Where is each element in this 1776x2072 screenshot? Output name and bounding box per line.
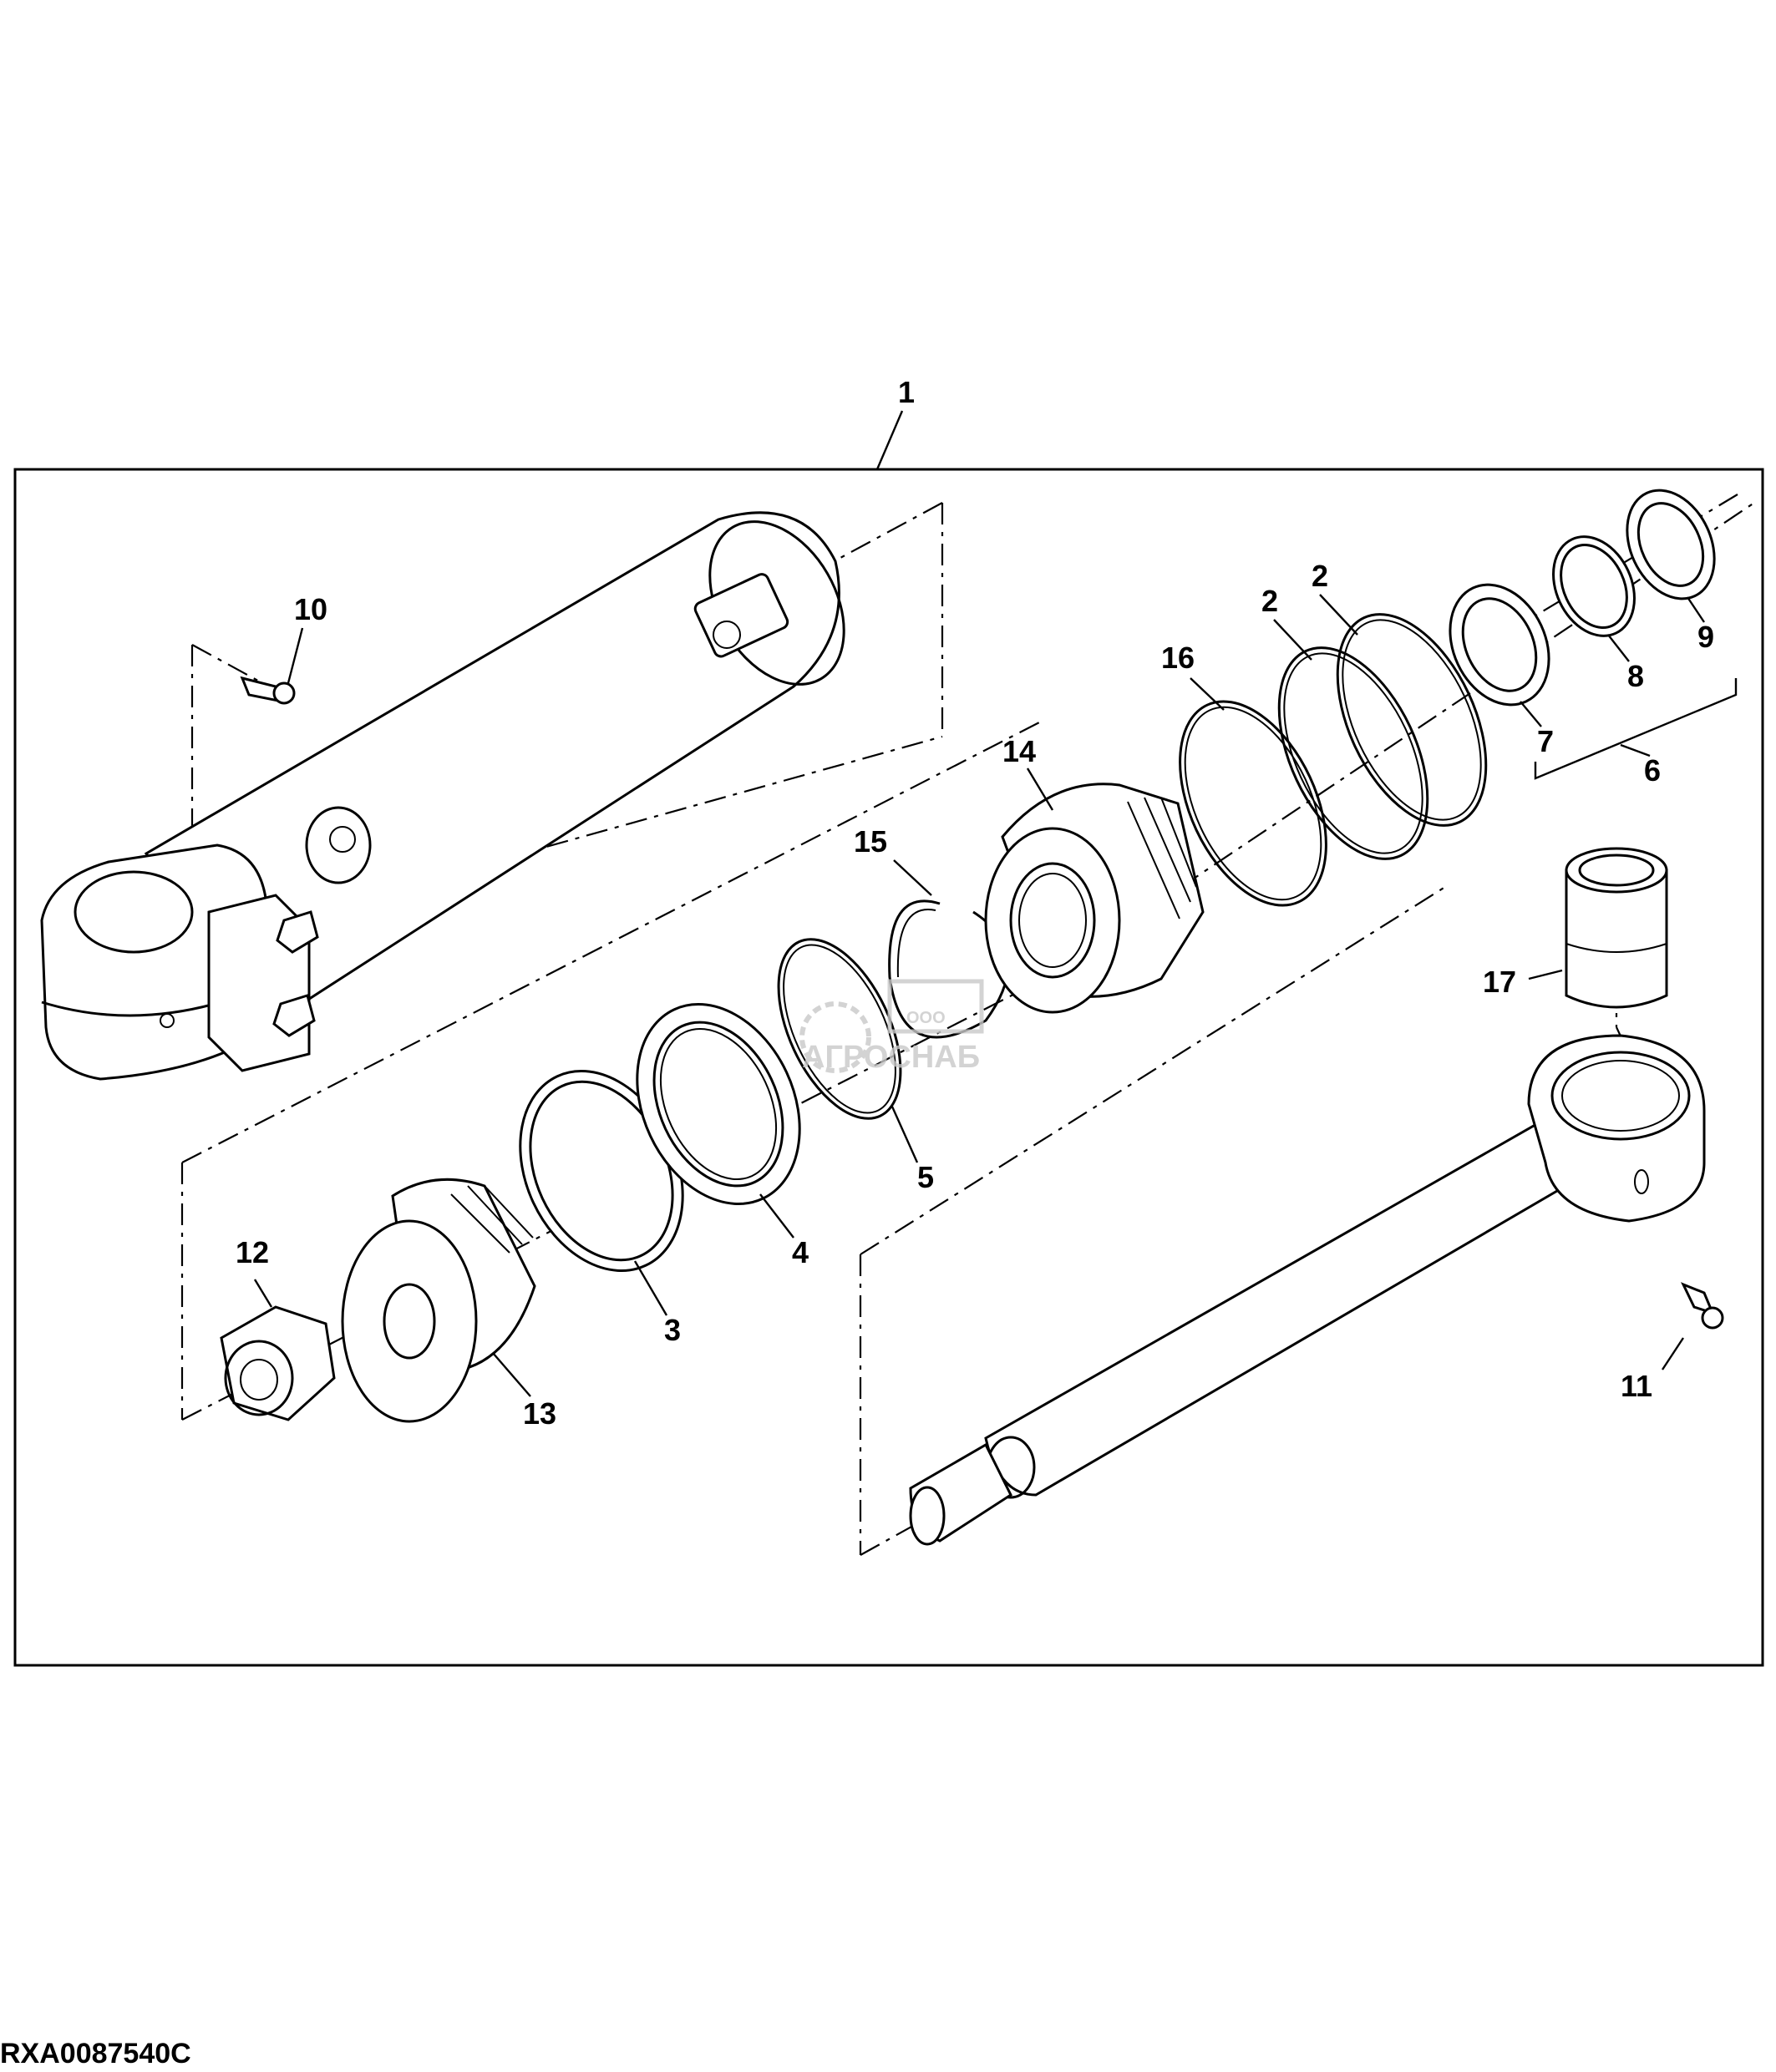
grease-fitting-10 bbox=[240, 627, 304, 705]
snap-ring-16 bbox=[1179, 677, 1327, 907]
callout-2a: 2 bbox=[1261, 584, 1278, 618]
seal-4 bbox=[636, 1002, 801, 1239]
callout-16: 16 bbox=[1161, 641, 1195, 675]
bracket-6 bbox=[1534, 678, 1738, 780]
bushing-8 bbox=[1552, 535, 1636, 662]
watermark-logo: ООО АГРОСНАБ bbox=[799, 979, 984, 1075]
callout-3: 3 bbox=[664, 1313, 681, 1347]
callout-1: 1 bbox=[898, 375, 915, 409]
figure-id: RXA0087540C bbox=[0, 2038, 191, 2069]
callout-13: 13 bbox=[523, 1396, 556, 1431]
callout-5: 5 bbox=[917, 1160, 934, 1194]
piston-13 bbox=[341, 1178, 536, 1423]
callout-11: 11 bbox=[1621, 1369, 1652, 1403]
callout-7: 7 bbox=[1537, 724, 1554, 758]
leader-1 bbox=[875, 410, 904, 470]
grease-fitting-11 bbox=[1661, 1282, 1724, 1370]
piston-rod bbox=[909, 1034, 1706, 1546]
callout-4: 4 bbox=[792, 1235, 809, 1269]
callout-2b: 2 bbox=[1312, 559, 1328, 593]
seal-7 bbox=[1449, 583, 1550, 727]
assembly-frame bbox=[13, 468, 1764, 1667]
o-ring-5 bbox=[777, 938, 919, 1163]
watermark-name-text: АГРОСНАБ bbox=[802, 1040, 980, 1075]
leader-6 bbox=[1620, 743, 1651, 757]
callout-6: 6 bbox=[1644, 753, 1661, 788]
callout-15: 15 bbox=[854, 824, 887, 859]
piston-head-14 bbox=[984, 768, 1205, 1014]
cylinder-barrel bbox=[40, 511, 845, 1081]
callout-17: 17 bbox=[1483, 965, 1516, 999]
callout-8: 8 bbox=[1627, 659, 1644, 693]
bushing-17 bbox=[1528, 847, 1668, 1009]
watermark-top-text: ООО bbox=[906, 1009, 946, 1027]
callout-12: 12 bbox=[236, 1235, 269, 1269]
callout-10: 10 bbox=[294, 592, 327, 626]
callout-9: 9 bbox=[1697, 620, 1714, 654]
o-rings-2 bbox=[1273, 594, 1488, 860]
callout-14: 14 bbox=[1002, 734, 1036, 768]
wiper-9 bbox=[1626, 489, 1716, 623]
nut-12 bbox=[220, 1279, 336, 1421]
